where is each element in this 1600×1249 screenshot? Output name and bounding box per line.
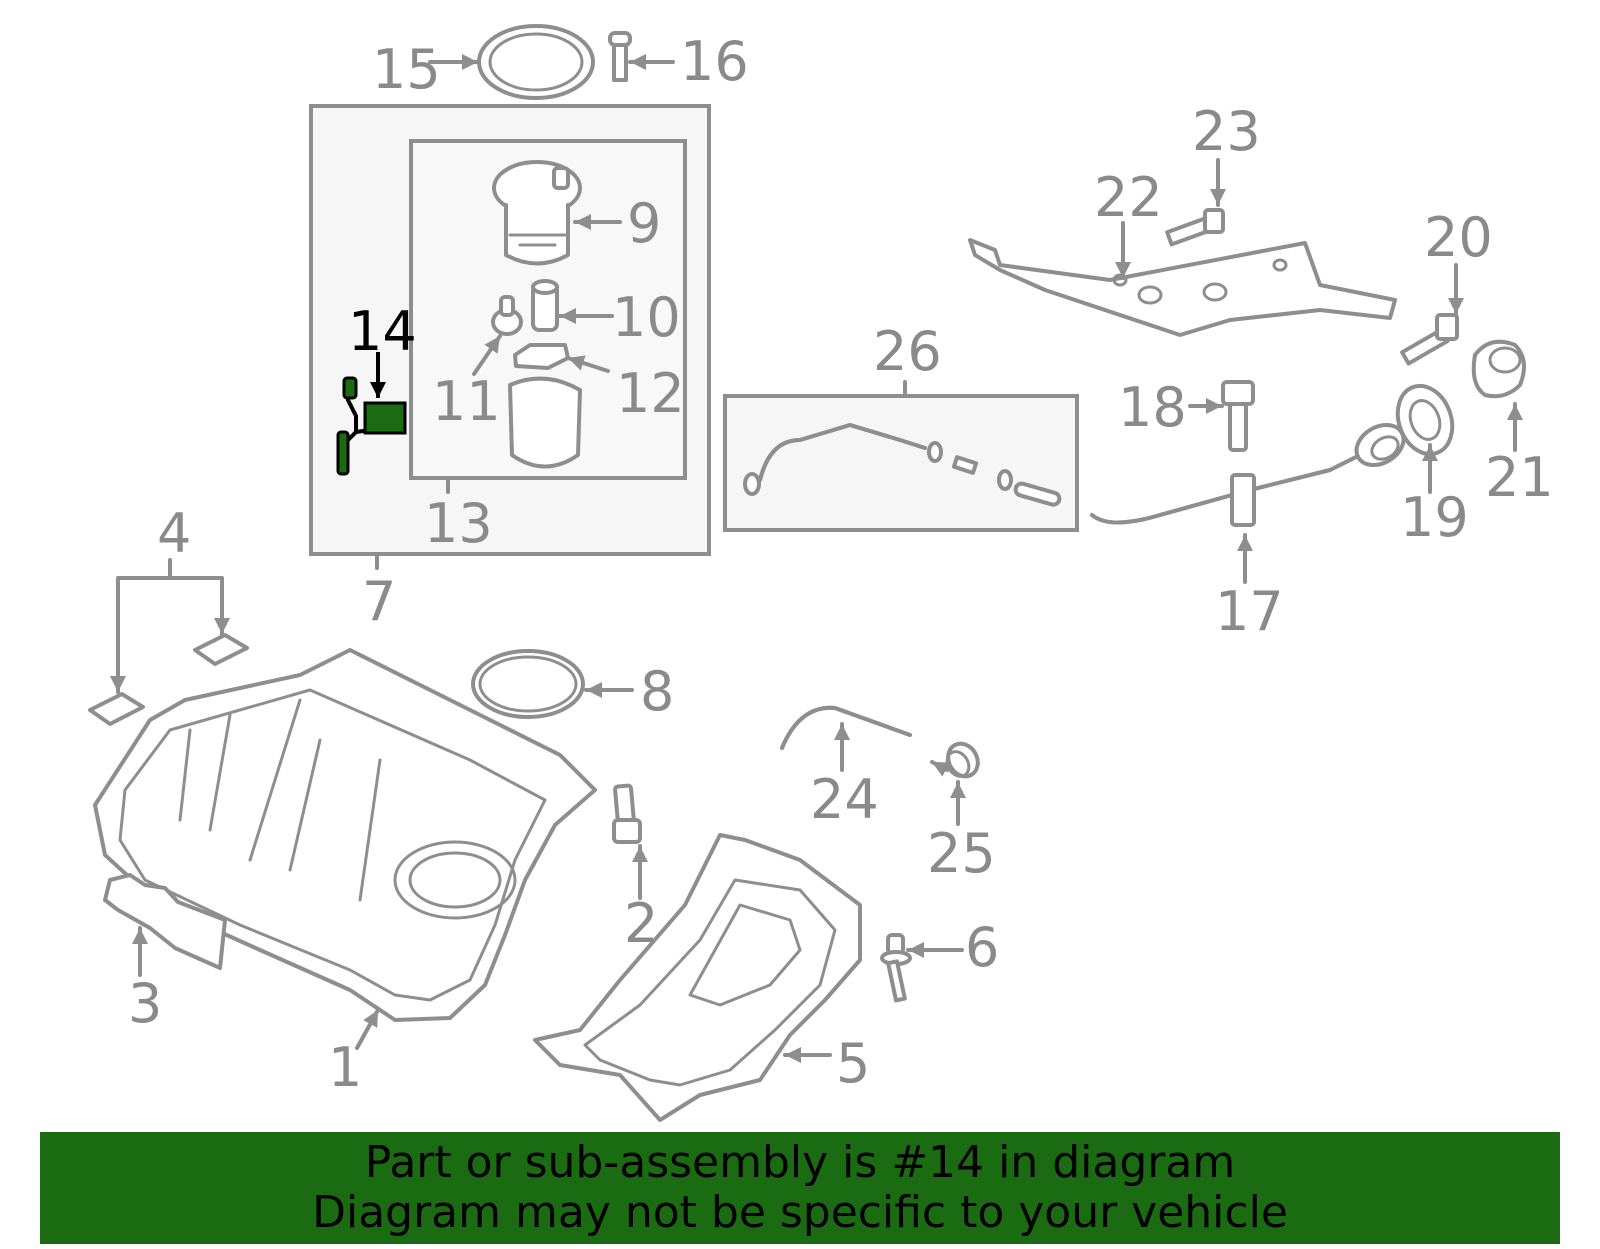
- callout-8: 8: [640, 660, 674, 723]
- callout-7: 7: [362, 570, 396, 633]
- callout-26: 26: [873, 320, 942, 383]
- callout-24: 24: [810, 768, 879, 831]
- callout-21: 21: [1485, 446, 1554, 509]
- callout-19: 19: [1400, 486, 1469, 549]
- part-18-bolt: [1221, 380, 1255, 452]
- callout-10: 10: [612, 286, 681, 349]
- leader-lines: [110, 54, 1523, 1063]
- callout-6: 6: [965, 916, 999, 979]
- part-6-clip: [880, 933, 912, 1003]
- banner-line-2: Diagram may not be specific to your vehi…: [312, 1187, 1288, 1238]
- part-2-bolt: [612, 783, 642, 844]
- part-24-hose: [780, 705, 912, 750]
- callout-25: 25: [927, 822, 996, 885]
- part-11-valve: [491, 295, 523, 336]
- part-3-strap: [103, 873, 227, 970]
- callout-1: 1: [328, 1036, 362, 1099]
- callout-23: 23: [1192, 100, 1261, 163]
- part-8-ring: [471, 649, 585, 719]
- part-20-bolt: [1400, 313, 1459, 366]
- info-banner: Part or sub-assembly is #14 in diagram D…: [40, 1132, 1560, 1244]
- pump-reservoir: [508, 376, 582, 469]
- callout-13: 13: [424, 492, 493, 555]
- callout-20: 20: [1424, 206, 1493, 269]
- callout-15: 15: [372, 38, 441, 101]
- part-9-pump: [492, 160, 582, 266]
- fuel-line-box: [723, 394, 1079, 532]
- part-25-clamp: [945, 741, 980, 779]
- part-26-fuel-line: [743, 423, 1062, 507]
- callout-9: 9: [627, 192, 661, 255]
- part-23-bolt: [1165, 208, 1225, 247]
- part-21-cap: [1471, 339, 1526, 399]
- callout-12: 12: [616, 362, 685, 425]
- callout-14: 14: [348, 300, 417, 363]
- callout-11: 11: [432, 370, 501, 433]
- callout-3: 3: [128, 972, 162, 1035]
- callout-22: 22: [1094, 166, 1163, 229]
- callout-2: 2: [624, 892, 658, 955]
- part-5-heat-shield: [533, 833, 862, 1122]
- callout-18: 18: [1118, 376, 1187, 439]
- part-15-gasket: [477, 24, 595, 100]
- callout-5: 5: [836, 1032, 870, 1095]
- callout-16: 16: [680, 30, 749, 93]
- callout-17: 17: [1215, 580, 1284, 643]
- part-10-filter: [531, 279, 559, 332]
- part-16-screw: [608, 31, 632, 82]
- part-17-filler-neck: [1090, 423, 1406, 527]
- callout-4: 4: [157, 502, 191, 565]
- part-14-highlighted: [336, 352, 407, 476]
- part-22-bracket: [968, 238, 1397, 337]
- banner-line-1: Part or sub-assembly is #14 in diagram: [364, 1137, 1236, 1188]
